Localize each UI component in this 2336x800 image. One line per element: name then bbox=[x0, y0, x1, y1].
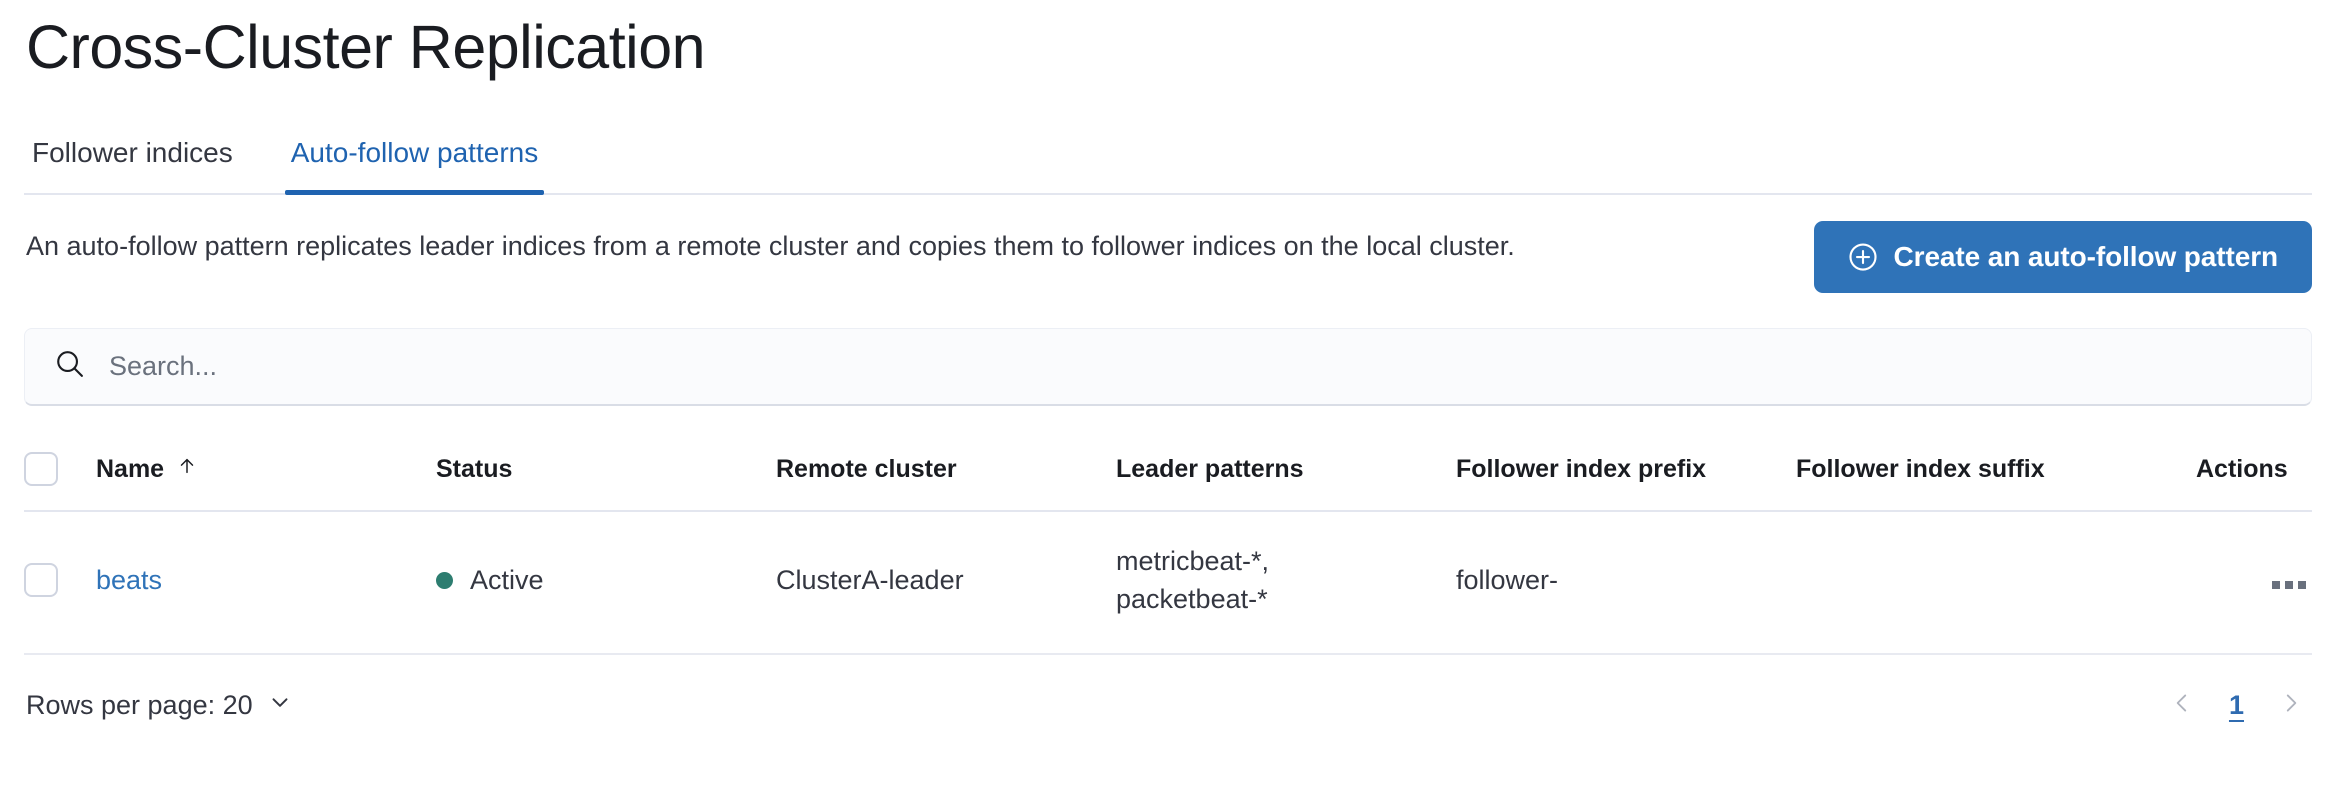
search-input[interactable] bbox=[109, 329, 2283, 405]
tab-auto-follow-patterns[interactable]: Auto-follow patterns bbox=[284, 139, 545, 196]
search-bar[interactable] bbox=[24, 328, 2312, 407]
cell-follower-index-suffix bbox=[1796, 511, 2196, 655]
page-title: Cross-Cluster Replication bbox=[26, 13, 706, 81]
cell-remote-cluster: ClusterA-leader bbox=[776, 511, 1116, 655]
tab-follower-indices[interactable]: Follower indices bbox=[32, 137, 233, 169]
row-select-cell bbox=[24, 511, 96, 655]
column-header-remote-cluster[interactable]: Remote cluster bbox=[776, 430, 1116, 513]
cell-leader-patterns: metricbeat-*, packetbeat-* bbox=[1116, 511, 1456, 655]
column-header-leader-patterns[interactable]: Leader patterns bbox=[1116, 430, 1456, 513]
status-label: Active bbox=[470, 564, 544, 595]
create-button-label: Create an auto-follow pattern bbox=[1893, 241, 2279, 273]
create-auto-follow-pattern-button[interactable]: Create an auto-follow pattern bbox=[1813, 221, 2312, 294]
cell-actions bbox=[2196, 511, 2312, 655]
column-header-status[interactable]: Status bbox=[436, 430, 776, 513]
arrow-up-icon bbox=[176, 455, 198, 484]
chevron-left-icon[interactable] bbox=[2169, 690, 2195, 721]
table-header-row: Name Status Remote cluster Leader patter… bbox=[24, 430, 2312, 513]
chevron-right-icon[interactable] bbox=[2278, 690, 2304, 721]
column-header-follower-index-suffix[interactable]: Follower index suffix bbox=[1796, 430, 2196, 513]
description-text: An auto-follow pattern replicates leader… bbox=[26, 231, 1515, 262]
description-row: An auto-follow pattern replicates leader… bbox=[24, 221, 2312, 294]
cell-name: beats bbox=[96, 511, 436, 655]
cell-follower-index-prefix: follower- bbox=[1456, 511, 1796, 655]
table-footer: Rows per page: 20 1 bbox=[24, 689, 2312, 722]
auto-follow-patterns-table: Name Status Remote cluster Leader patter… bbox=[24, 430, 2312, 655]
column-header-name[interactable]: Name bbox=[96, 430, 436, 513]
chevron-down-icon bbox=[267, 689, 293, 722]
select-all-header bbox=[24, 430, 96, 513]
column-header-name-label: Name bbox=[96, 454, 165, 483]
select-all-checkbox[interactable] bbox=[24, 452, 58, 487]
column-header-follower-index-prefix[interactable]: Follower index prefix bbox=[1456, 430, 1796, 513]
tab-list: Follower indices Auto-follow patterns bbox=[24, 117, 2312, 196]
pagination-page-1[interactable]: 1 bbox=[2228, 689, 2244, 720]
pagination: 1 bbox=[2169, 690, 2312, 721]
rows-per-page-selector[interactable]: Rows per page: 20 bbox=[26, 689, 293, 722]
row-checkbox[interactable] bbox=[24, 563, 58, 598]
pattern-name-link[interactable]: beats bbox=[96, 564, 163, 595]
search-icon bbox=[53, 347, 87, 386]
rows-per-page-label: Rows per page: 20 bbox=[26, 689, 253, 720]
leader-patterns-value: metricbeat-*, packetbeat-* bbox=[1116, 546, 1270, 615]
cell-status: Active bbox=[436, 511, 776, 655]
table-row: beats Active ClusterA-leader metricbeat-… bbox=[24, 511, 2312, 655]
column-header-actions: Actions bbox=[2196, 430, 2312, 513]
ellipsis-horizontal-icon[interactable] bbox=[2266, 575, 2312, 595]
status-dot-icon bbox=[436, 571, 453, 589]
plus-in-circle-icon bbox=[1848, 242, 1878, 272]
